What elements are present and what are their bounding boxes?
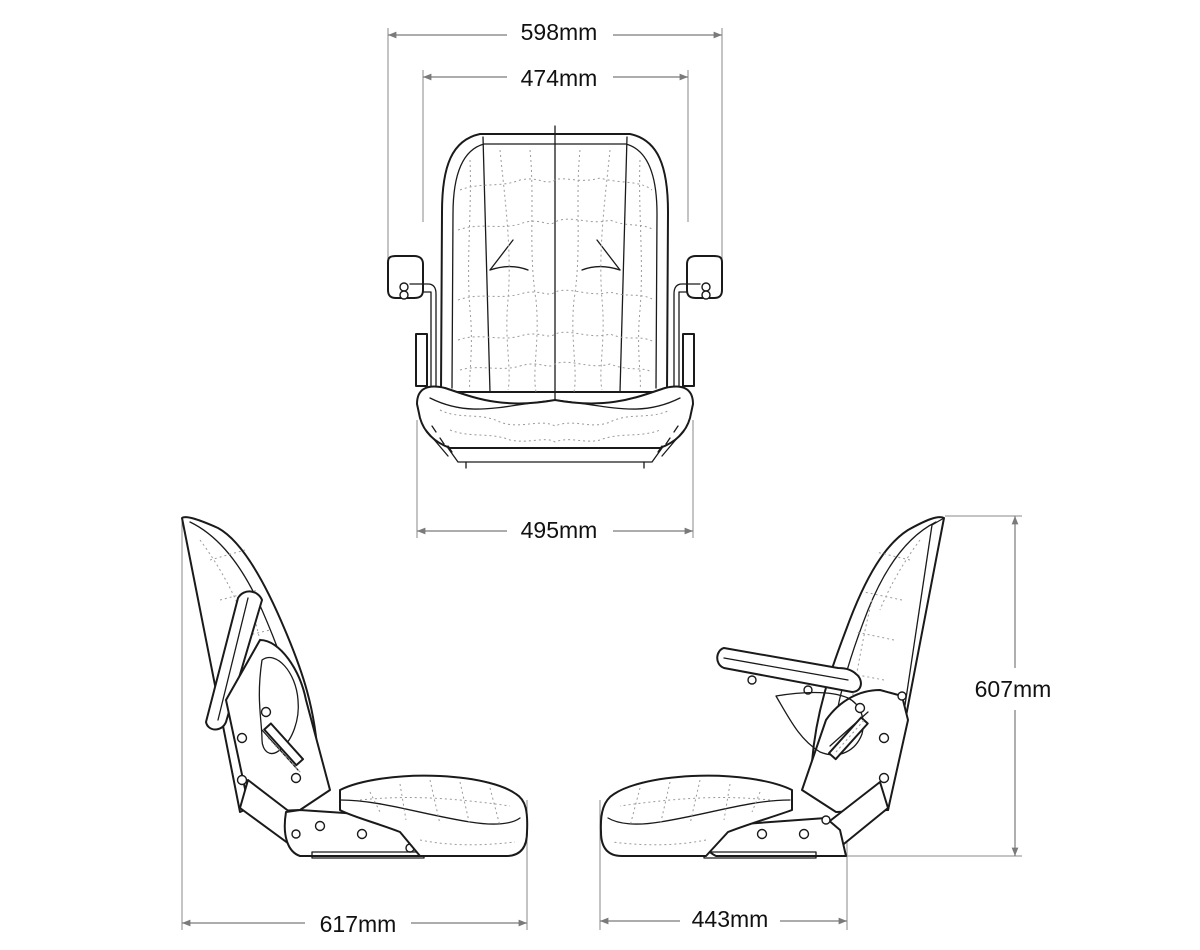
dim-495-label: 495mm [521,517,598,543]
dim-443-label: 443mm [692,906,769,932]
dim-474-label: 474mm [521,65,598,91]
right-seat-cushion [599,774,793,857]
dim-598-label: 598mm [521,19,598,45]
front-left-armrest [387,255,424,299]
dim-607-label: 607mm [975,676,1052,702]
front-view: 598mm 474mm 495mm [387,19,723,543]
dim-617-label: 617mm [320,911,397,937]
left-armrest [205,590,263,731]
left-side-plate [225,639,331,813]
left-side-view: 617mm [181,516,529,937]
left-seat-cushion [339,774,529,857]
right-side-view: 443mm 607mm [599,515,1052,932]
front-seat-cushion [416,385,694,449]
front-right-armrest [686,255,723,299]
